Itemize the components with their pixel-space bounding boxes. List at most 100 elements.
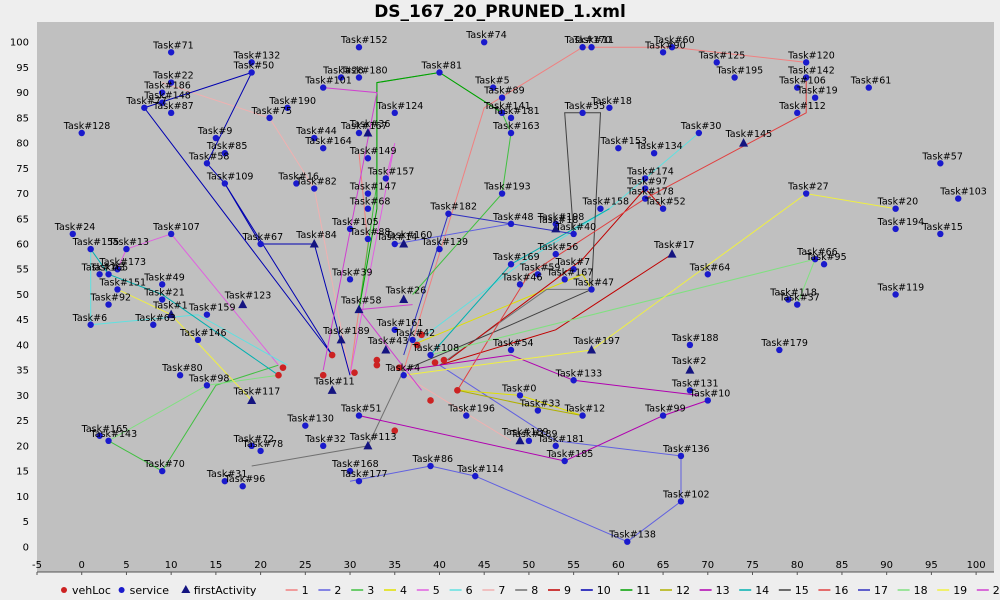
- service-label: Task#27: [787, 182, 829, 193]
- vehicle-location-point: [373, 356, 381, 364]
- legend-route-14-label: 14: [755, 584, 769, 597]
- y-tick-label: 55: [16, 265, 29, 276]
- service-label: Task#131: [671, 378, 719, 389]
- legend-route-7-label: 7: [498, 584, 505, 597]
- service-label: Task#147: [349, 182, 397, 193]
- service-label: Task#178: [626, 187, 674, 198]
- service-label: Task#54: [492, 338, 534, 349]
- service-label: Task#15: [921, 222, 963, 233]
- service-point: [794, 109, 801, 117]
- route-line-5: [349, 142, 396, 376]
- service-point: [114, 266, 121, 273]
- service-label: Task#120: [787, 50, 835, 61]
- service-label: Task#64: [689, 262, 731, 273]
- service-point: [579, 44, 586, 51]
- service-point: [865, 84, 872, 91]
- service-point: [427, 351, 434, 359]
- service-label: Task#109: [206, 171, 254, 182]
- x-tick-label: 75: [746, 560, 759, 571]
- service-point: [516, 281, 524, 288]
- service-label: Task#33: [519, 399, 561, 410]
- route-line-9: [439, 253, 673, 366]
- service-point: [167, 49, 175, 56]
- legend-route-18-label: 18: [914, 584, 928, 597]
- service-point: [498, 94, 506, 101]
- vehicle-location-point: [373, 361, 381, 369]
- service-label: Task#118: [769, 288, 817, 299]
- service-label: Task#60: [653, 35, 695, 46]
- service-label: Task#7: [555, 257, 591, 268]
- service-point: [78, 129, 85, 137]
- service-point: [400, 372, 407, 379]
- service-point: [266, 114, 273, 122]
- service-label: Task#164: [304, 136, 352, 147]
- service-point: [570, 266, 577, 273]
- first-activity-marker: [247, 395, 257, 404]
- service-point: [588, 286, 595, 293]
- service-points: [69, 38, 962, 545]
- service-label: Task#152: [340, 35, 388, 46]
- service-label: Task#153: [599, 136, 647, 147]
- x-tick-label: 15: [210, 560, 223, 571]
- service-point: [785, 296, 792, 303]
- service-label: Task#68: [349, 197, 391, 208]
- service-point: [105, 271, 112, 278]
- legend-route-4-label: 4: [400, 584, 407, 597]
- service-point: [507, 114, 515, 122]
- service-label: Task#133: [555, 368, 603, 379]
- service-label: Task#188: [671, 333, 719, 344]
- service-label: Task#82: [295, 177, 337, 188]
- y-tick-label: 60: [16, 240, 29, 251]
- service-point: [364, 205, 372, 212]
- service-point: [293, 180, 300, 187]
- service-label: Task#6: [72, 313, 108, 324]
- service-label: Task#52: [644, 197, 686, 208]
- vehicle-location-point: [454, 387, 461, 394]
- first-activity-label: Task#58: [340, 296, 382, 307]
- service-label: Task#142: [787, 66, 835, 77]
- service-point: [820, 261, 828, 268]
- x-tick-label: 25: [299, 560, 312, 571]
- y-tick-label: 95: [16, 63, 29, 74]
- route-line-7: [403, 374, 512, 442]
- service-label: Task#56: [537, 242, 579, 253]
- service-point: [516, 392, 524, 399]
- service-point: [436, 245, 443, 253]
- vehicle-location-point: [351, 369, 358, 376]
- service-label: Task#86: [412, 454, 454, 465]
- service-label: Task#80: [161, 363, 203, 374]
- service-point: [570, 377, 577, 384]
- service-point: [159, 467, 166, 475]
- x-tick-label: 55: [567, 560, 580, 571]
- y-tick-label: 75: [16, 164, 29, 175]
- first-activity-label: Task#2: [671, 356, 707, 367]
- service-point: [534, 407, 542, 414]
- vehicle-location-point: [319, 371, 327, 379]
- service-label: Task#106: [778, 76, 826, 87]
- service-point: [337, 74, 345, 81]
- service-label: Task#148: [143, 91, 191, 102]
- x-tick-label: 65: [657, 560, 670, 571]
- x-tick-label: -5: [32, 560, 42, 571]
- service-label: Task#18: [590, 96, 632, 107]
- service-point: [686, 341, 694, 349]
- service-point: [212, 134, 220, 142]
- service-point: [552, 442, 559, 450]
- service-point: [159, 281, 166, 288]
- service-label: Task#130: [286, 414, 334, 425]
- service-label: Task#74: [465, 30, 507, 41]
- service-label: Task#51: [340, 404, 382, 415]
- first-activity-marker: [587, 344, 597, 354]
- service-label: Task#3: [90, 262, 126, 273]
- service-label: Task#66: [796, 247, 838, 258]
- service-label: Task#55: [564, 101, 606, 112]
- service-point: [96, 271, 103, 278]
- x-tick-label: 35: [388, 560, 401, 571]
- first-activity-label: Task#197: [573, 336, 621, 347]
- service-label: Task#10: [689, 388, 731, 399]
- service-label: Task#179: [760, 338, 808, 349]
- service-label: Task#44: [295, 126, 337, 137]
- service-point: [463, 412, 470, 419]
- route-line-6: [412, 132, 700, 346]
